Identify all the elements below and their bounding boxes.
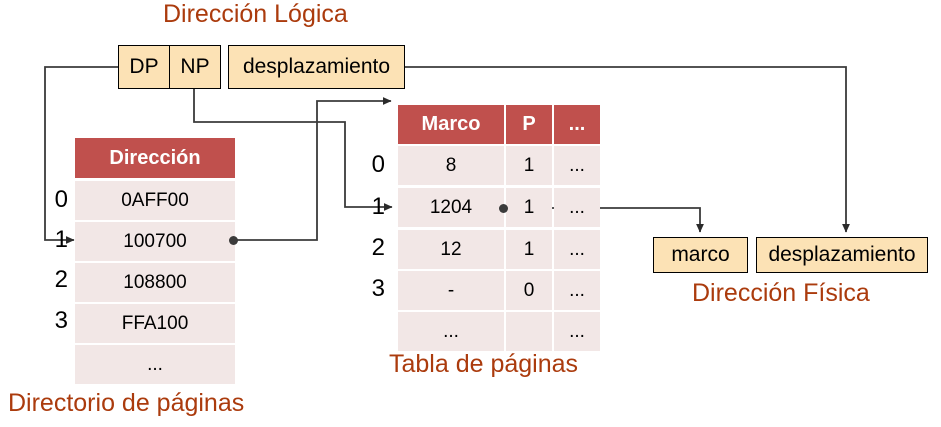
page-table-entry-1-link-dot: [499, 204, 508, 213]
caption-page-directory: Directorio de páginas: [8, 389, 245, 417]
page-table-row-index-0: 0: [371, 151, 385, 178]
page-directory-row-index-2: 2: [54, 266, 68, 293]
page-table-cell-p-0: 1: [506, 146, 552, 185]
page-table-cell-p-4: [506, 312, 552, 351]
page-directory-entry-1-link-dot: [229, 236, 238, 245]
page-table-row-index-2: 2: [371, 234, 385, 261]
page-directory-cell-direccion-2: 108800: [75, 263, 235, 302]
page-table-cell-marco-3: -: [398, 271, 504, 310]
page-table-header-more: ...: [554, 105, 600, 144]
page-table-cell-p-1: 1: [506, 188, 552, 227]
page-directory-row-index-0: 0: [54, 186, 68, 213]
page-directory-row-index-3: 3: [54, 307, 68, 334]
page-directory-cell-direccion-0: 0AFF00: [75, 181, 235, 220]
page-table-cell-marco-0: 8: [398, 146, 504, 185]
page-table-cell-more-3: ...: [554, 271, 600, 310]
physical-field-desplazamiento[interactable]: desplazamiento: [756, 237, 928, 273]
page-title-physical-address: Dirección Física: [692, 279, 870, 307]
page-table-cell-marco-1: 1204: [398, 188, 504, 227]
page-table-row-index-3: 3: [371, 275, 385, 302]
logical-field-dp[interactable]: DP: [118, 45, 170, 89]
page-directory-cell-direccion-3: FFA100: [75, 304, 235, 343]
page-directory-header-direccion: Dirección: [75, 138, 235, 178]
logical-field-np[interactable]: NP: [169, 45, 221, 89]
page-table-cell-marco-2: 12: [398, 230, 504, 269]
page-table-cell-more-4: ...: [554, 312, 600, 351]
page-table-header-marco: Marco: [398, 105, 504, 144]
page-title-logical-address: Dirección Lógica: [163, 0, 348, 28]
caption-page-table: Tabla de páginas: [389, 350, 579, 378]
page-table-cell-more-2: ...: [554, 230, 600, 269]
page-directory-cell-direccion-4: ...: [75, 345, 235, 384]
logical-field-desplazamiento[interactable]: desplazamiento: [228, 45, 405, 89]
page-directory-cell-direccion-1: 100700: [75, 222, 235, 261]
page-table-cell-marco-4: ...: [398, 312, 504, 351]
physical-field-marco[interactable]: marco: [653, 237, 748, 273]
page-table-cell-more-0: ...: [554, 146, 600, 185]
page-table-cell-p-3: 0: [506, 271, 552, 310]
page-directory-row-index-1: 1: [54, 226, 68, 253]
page-table-header-p: P: [506, 105, 552, 144]
page-table-cell-more-1: ...: [554, 188, 600, 227]
page-table-cell-p-2: 1: [506, 230, 552, 269]
page-table-row-index-1: 1: [371, 193, 385, 220]
